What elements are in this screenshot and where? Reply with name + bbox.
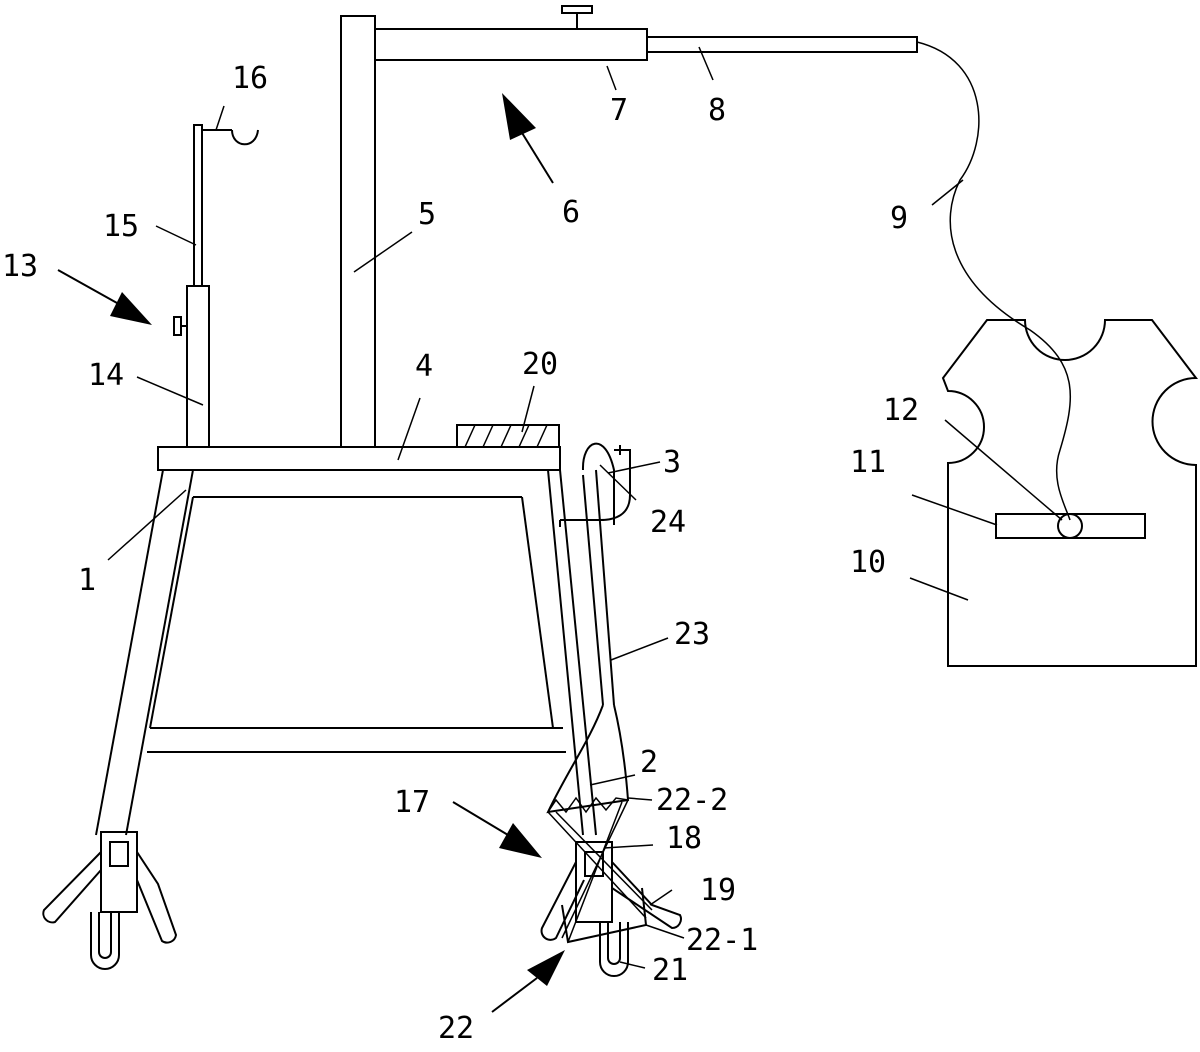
right-foot: [540, 799, 682, 977]
label-9: 9: [890, 201, 908, 236]
table-top: [157, 446, 561, 471]
label-13: 13: [2, 249, 38, 284]
label-2: 2: [640, 745, 658, 780]
label-3: 3: [663, 445, 681, 480]
horizontal-arm: [374, 5, 648, 61]
label-21: 21: [652, 953, 688, 988]
vertical-post: [340, 15, 376, 448]
label-12: 12: [883, 393, 919, 428]
block-20: [456, 424, 560, 448]
label-16: 16: [232, 61, 268, 96]
leader-lines: [107, 46, 1063, 969]
label-8: 8: [708, 93, 726, 128]
label-22-2: 22-2: [656, 783, 728, 818]
label-1: 1: [78, 563, 96, 598]
label-18: 18: [666, 821, 702, 856]
label-10: 10: [850, 545, 886, 580]
label-20: 20: [522, 347, 558, 382]
label-6: 6: [562, 195, 580, 230]
iv-stand: [173, 124, 259, 448]
labels: 1 2 3 4 5 6 7 8 9 10 11 12 13 14 15 16 1…: [2, 61, 919, 1046]
sensor-12: [1057, 513, 1083, 539]
extension-rod: [646, 36, 918, 53]
arrows: [57, 93, 565, 1013]
label-5: 5: [418, 197, 436, 232]
label-24: 24: [650, 505, 686, 540]
label-22: 22: [438, 1011, 474, 1046]
label-23: 23: [674, 617, 710, 652]
label-22-1: 22-1: [686, 923, 758, 958]
vest: [941, 319, 1199, 667]
left-foot: [42, 831, 178, 970]
cable: [916, 41, 1072, 521]
bar-11: [995, 513, 1146, 539]
label-4: 4: [415, 349, 433, 384]
label-17: 17: [394, 785, 430, 820]
label-14: 14: [88, 358, 124, 393]
label-7: 7: [610, 93, 628, 128]
label-15: 15: [103, 209, 139, 244]
table-frame: [95, 469, 597, 836]
label-11: 11: [850, 445, 886, 480]
label-19: 19: [700, 873, 736, 908]
